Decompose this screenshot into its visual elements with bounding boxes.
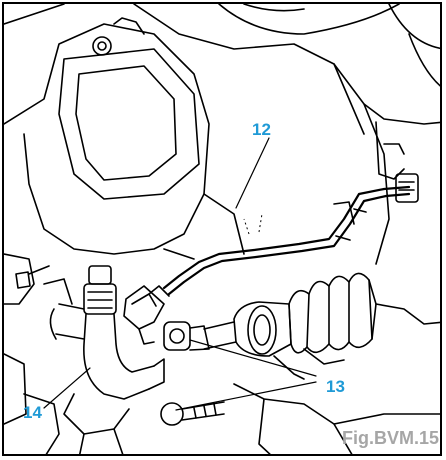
callout-14: 14 — [23, 403, 42, 422]
leader-13b — [175, 381, 317, 411]
callout-12: 12 — [252, 120, 271, 139]
leader-14 — [43, 367, 91, 409]
figure-frame: 12 13 14 Fig.BVM.15 — [2, 2, 442, 456]
right-bracket — [363, 103, 440, 125]
engine-cover-outline — [4, 4, 210, 255]
clutch-slave-cylinder — [203, 301, 345, 380]
pipe-clip — [123, 285, 170, 345]
figure-label: Fig.BVM.15 — [342, 428, 440, 448]
hydraulic-pipe — [162, 185, 411, 290]
callout-13: 13 — [326, 377, 345, 396]
mount-bolt — [92, 36, 112, 56]
clutch-bellows — [288, 272, 440, 354]
leader-12 — [235, 137, 270, 209]
lower-bolt — [160, 401, 225, 426]
pipe-union — [28, 265, 165, 454]
leader-13a — [189, 339, 317, 377]
clutch-hydraulic-line-drawing — [4, 4, 440, 454]
air-box-outline — [58, 48, 200, 200]
bleed-fitting — [163, 321, 210, 351]
